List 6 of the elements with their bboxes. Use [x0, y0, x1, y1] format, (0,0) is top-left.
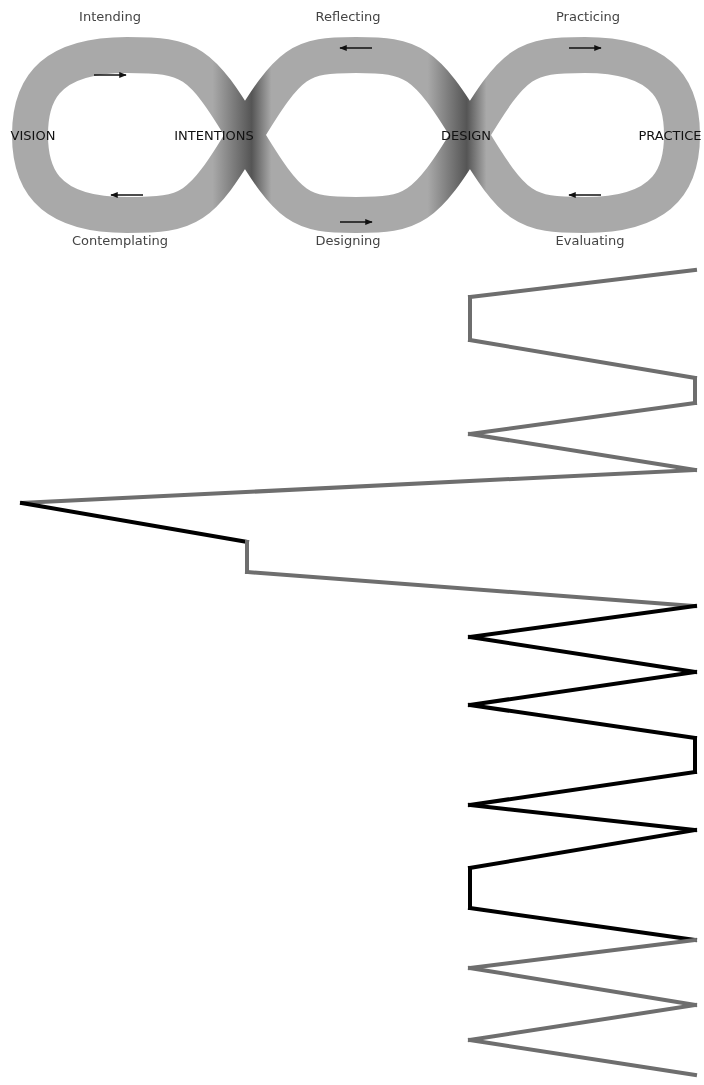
- stage-label: Designing: [315, 232, 381, 248]
- stage-label: Evaluating: [555, 232, 625, 248]
- stage-label: Reflecting: [315, 8, 381, 24]
- stage-label: Practicing: [556, 8, 620, 24]
- stage-label: Intending: [79, 8, 141, 24]
- stage-label: Contemplating: [71, 232, 169, 248]
